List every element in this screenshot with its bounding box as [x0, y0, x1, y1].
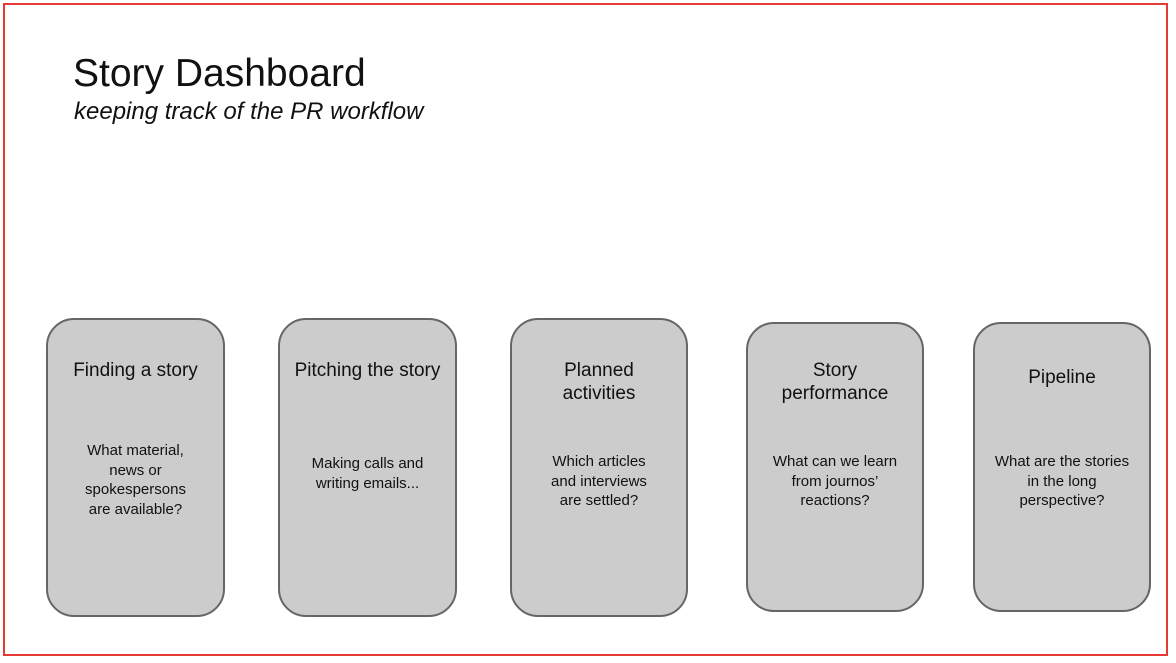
card-description: Which articles and interviews are settle… — [512, 452, 686, 511]
page-subtitle: keeping track of the PR workflow — [74, 98, 424, 125]
card-description-text: What are the stories in the long perspec… — [994, 453, 1130, 509]
card-title: Pipeline — [1028, 367, 1096, 388]
card-description-text: What material, news or spokespersons are… — [85, 442, 186, 518]
card-title: Planned activities — [512, 359, 686, 405]
card-title: Story performance — [748, 359, 922, 405]
page-title: Story Dashboard — [73, 52, 366, 95]
card-description: What material, news or spokespersons are… — [48, 441, 223, 519]
card-pipeline: Pipeline What are the stories in the lon… — [973, 322, 1151, 612]
card-title-text: Story performance — [781, 360, 889, 404]
card-title: Pitching the story — [294, 360, 441, 381]
card-story-performance: Story performance What can we learn from… — [746, 322, 924, 612]
slide-frame — [3, 3, 1168, 656]
card-planned-activities: Planned activities Which articles and in… — [510, 318, 688, 617]
card-title-text: Planned activities — [562, 360, 636, 404]
card-description-text: What can we learn from journos’ reaction… — [772, 453, 898, 509]
card-description-text: Which articles and interviews are settle… — [551, 453, 647, 509]
card-description: What can we learn from journos’ reaction… — [748, 452, 922, 511]
card-description: Making calls and writing emails... — [280, 454, 455, 493]
card-finding-a-story: Finding a story What material, news or s… — [46, 318, 225, 617]
card-description-text: Making calls and writing emails... — [311, 455, 424, 492]
card-description: What are the stories in the long perspec… — [975, 452, 1149, 511]
card-title: Finding a story — [73, 360, 198, 381]
card-pitching-the-story: Pitching the story Making calls and writ… — [278, 318, 457, 617]
